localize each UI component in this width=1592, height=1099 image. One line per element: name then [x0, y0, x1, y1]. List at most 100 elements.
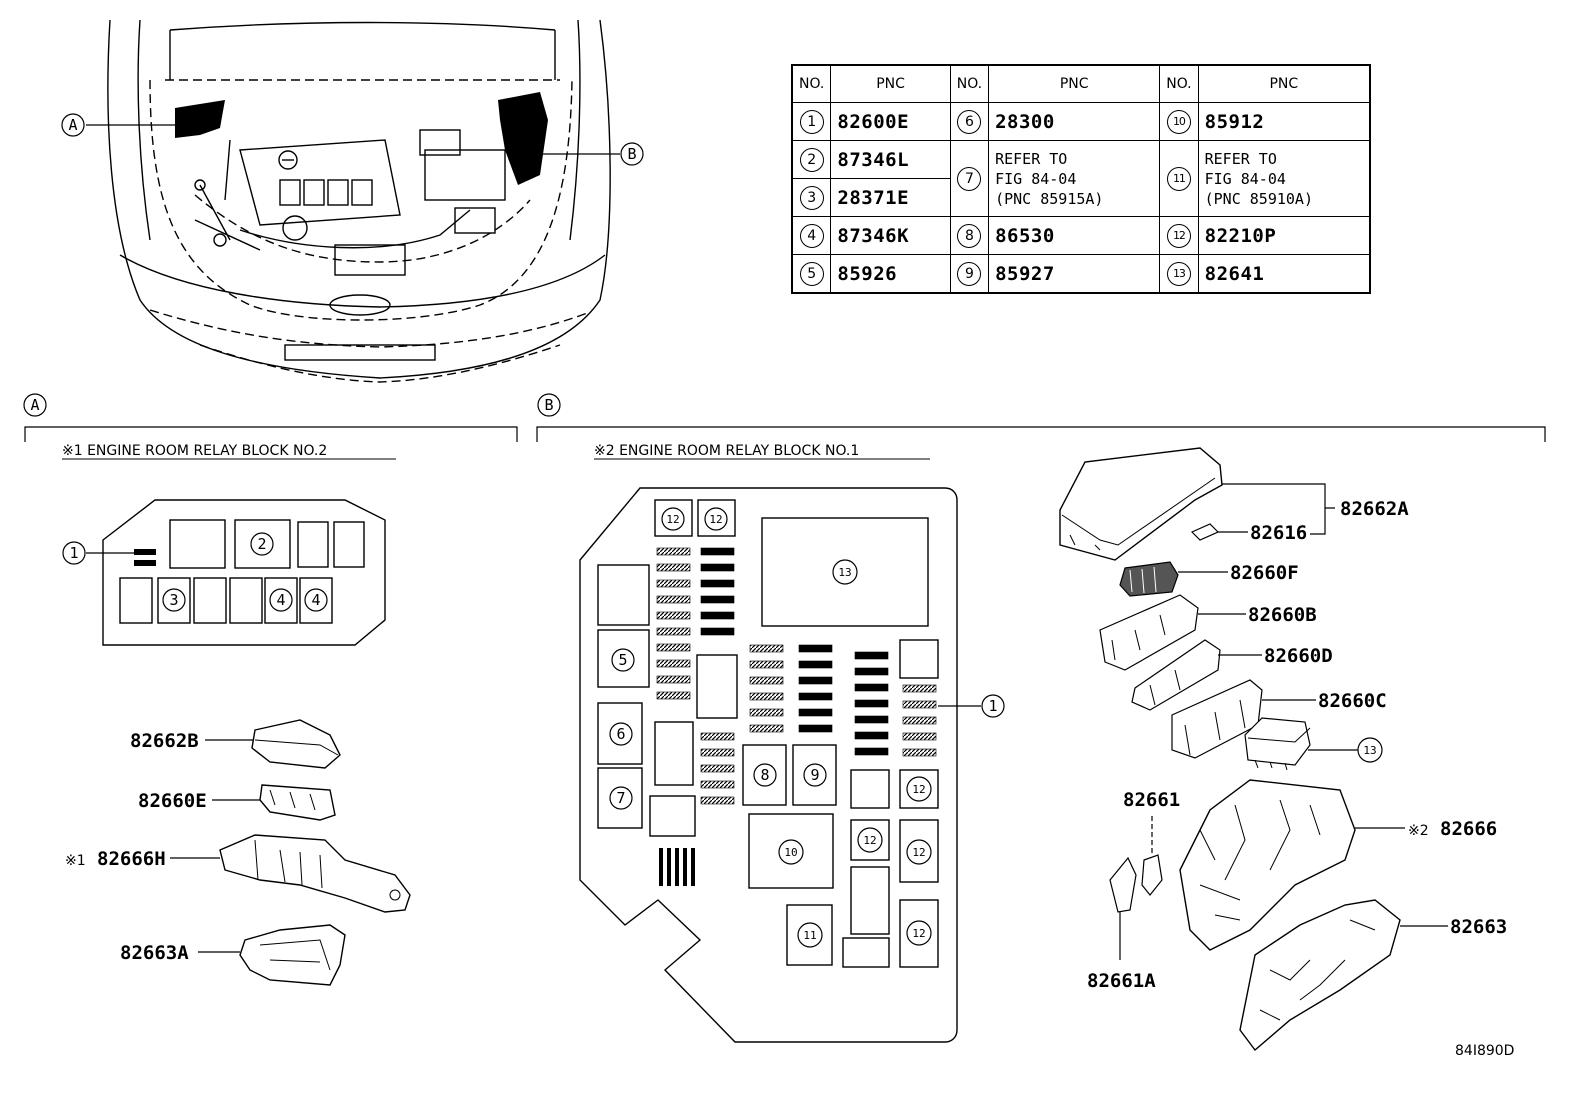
svg-text:82616: 82616 [1250, 522, 1307, 544]
part-82663: 82663 [1239, 899, 1507, 1052]
svg-text:10: 10 [784, 846, 797, 859]
block-a-label-2: 2 [250, 532, 274, 556]
fuse [656, 563, 691, 572]
fuse [700, 732, 735, 741]
svg-text:13: 13 [838, 566, 851, 579]
fuse [902, 748, 937, 757]
svg-text:5: 5 [618, 651, 627, 669]
item-number: 3 [799, 185, 824, 210]
relay-block-b-location [498, 92, 548, 185]
svg-text:82662A: 82662A [1340, 498, 1409, 520]
svg-text:11: 11 [803, 929, 816, 942]
part-82662b: 82662B [130, 719, 341, 769]
block-b-label-12: 12 [906, 776, 932, 802]
item-number: 13 [1166, 261, 1191, 286]
relay-block-a-location [175, 100, 225, 138]
svg-text:2: 2 [257, 535, 266, 553]
fuse [854, 747, 889, 756]
pnc-cell: 85927 [988, 254, 1161, 294]
svg-text:1: 1 [988, 697, 997, 715]
svg-text:82660F: 82660F [1230, 562, 1299, 584]
table-row: 3 28371E [791, 178, 1370, 217]
part-82660f: 82660F [1119, 561, 1299, 597]
block-b-label-11: 11 [797, 922, 823, 948]
section-b-title: ※2 ENGINE ROOM RELAY BLOCK NO.1 [594, 443, 859, 459]
svg-text:6: 6 [616, 725, 625, 743]
section-b-marker: B [537, 393, 561, 417]
svg-text:82660C: 82660C [1318, 690, 1387, 712]
svg-text:82661A: 82661A [1087, 970, 1156, 992]
fuse [798, 724, 833, 733]
pnc-cell: 85926 [830, 254, 951, 294]
figure-code: 84I890D [1455, 1043, 1514, 1059]
svg-text:82662B: 82662B [130, 730, 199, 752]
fuse [798, 708, 833, 717]
pnc-table: NO. PNC NO. PNC NO. PNC 1 82600E 6 28300… [791, 64, 1371, 294]
svg-text:1: 1 [69, 544, 78, 562]
svg-text:12: 12 [666, 513, 679, 526]
fuse [749, 676, 784, 685]
relay-block-no2 [102, 499, 386, 646]
svg-text:13: 13 [1363, 744, 1376, 757]
fuse [691, 848, 695, 886]
block-b-label-5: 5 [611, 648, 635, 672]
fuse [749, 644, 784, 653]
svg-text:82666: 82666 [1440, 818, 1497, 840]
pnc-cell: 82600E [830, 102, 951, 141]
pnc-cell: 86530 [988, 216, 1161, 255]
pnc-cell: 87346K [830, 216, 951, 255]
svg-text:12: 12 [912, 927, 925, 940]
block-a-label-4: 4 [269, 588, 293, 612]
fuse [700, 547, 735, 556]
part-82616: 82616 [1190, 522, 1307, 544]
part-82660e: 82660E [138, 784, 336, 821]
item-number: 2 [799, 147, 824, 172]
fuse [798, 676, 833, 685]
part-82660c: 82660C [1171, 679, 1387, 759]
part-82661a: 82661A [1087, 856, 1156, 992]
engine-bay-overview [107, 19, 611, 383]
block-b-label-9: 9 [803, 763, 827, 787]
svg-text:12: 12 [863, 834, 876, 847]
svg-text:A: A [30, 396, 39, 414]
block-b-label-6: 6 [609, 722, 633, 746]
section-a-title: ※1 ENGINE ROOM RELAY BLOCK NO.2 [62, 443, 327, 459]
block-b-label-8: 8 [753, 763, 777, 787]
fuse [902, 684, 937, 693]
pnc-cell: 85912 [1197, 102, 1371, 141]
svg-text:82663: 82663 [1450, 916, 1507, 938]
item-number: 1 [799, 109, 824, 134]
svg-text:※2: ※2 [1408, 823, 1429, 839]
block-b-label-7: 7 [609, 786, 633, 810]
fuse [700, 627, 735, 636]
fuse [656, 643, 691, 652]
svg-text:7: 7 [616, 789, 625, 807]
fuse [700, 764, 735, 773]
fuse [656, 691, 691, 700]
fuse [749, 708, 784, 717]
part-82666h: ※1 82666H [65, 834, 411, 913]
header-no: NO. [949, 64, 990, 103]
fuse [700, 796, 735, 805]
svg-text:4: 4 [276, 591, 285, 609]
fuse [902, 716, 937, 725]
fuse [700, 595, 735, 604]
svg-text:82663A: 82663A [120, 942, 189, 964]
fuse [659, 848, 663, 886]
block-a-label-1: 1 [62, 541, 134, 565]
section-a-bracket [24, 426, 518, 442]
fuse [749, 660, 784, 669]
svg-text:※1: ※1 [65, 853, 86, 869]
part-82662a: 82662A [1059, 447, 1409, 561]
svg-text:82666H: 82666H [97, 848, 166, 870]
svg-text:B: B [627, 145, 636, 163]
item-number: 12 [1166, 223, 1191, 248]
pnc-cell: 87346L [830, 140, 951, 179]
fuse [656, 611, 691, 620]
fuse [749, 724, 784, 733]
fuse [902, 732, 937, 741]
relay-block-no1 [579, 487, 958, 1043]
svg-text:4: 4 [311, 591, 320, 609]
fuse [700, 611, 735, 620]
item-number: 10 [1166, 109, 1191, 134]
